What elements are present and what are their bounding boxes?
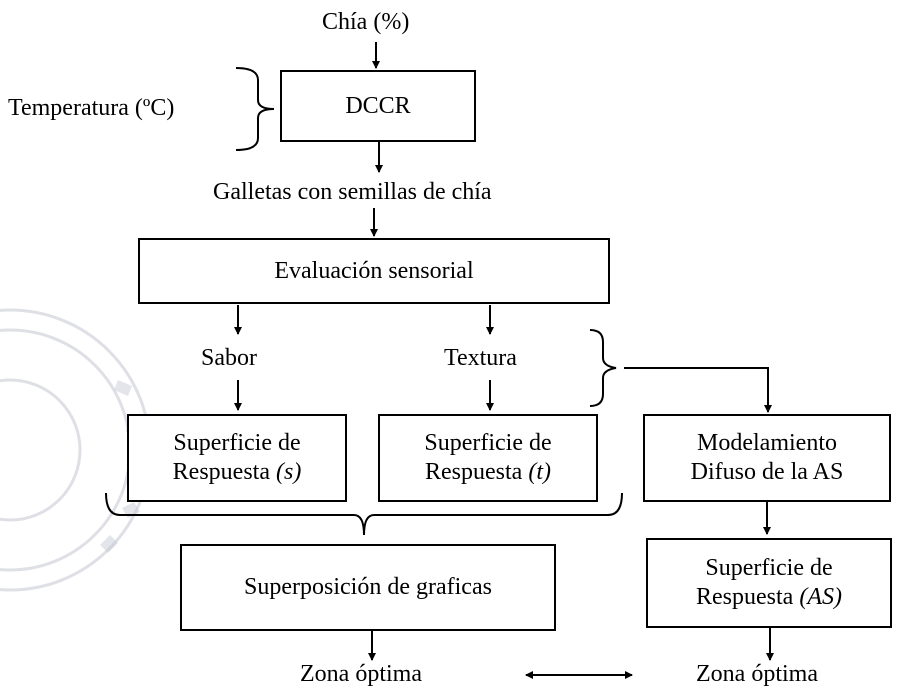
zona-optima-left-label: Zona óptima (300, 661, 422, 687)
sup-as-variable: (AS) (799, 584, 842, 610)
brace-sabor-textura (589, 329, 617, 407)
superficie-respuesta-as-box: Superficie de Respuesta (AS) (646, 538, 892, 628)
brace-superficies (105, 492, 623, 536)
sup-as-line1: Superficie de (705, 555, 833, 581)
zona-optima-right-label: Zona óptima (696, 661, 818, 687)
sup-t-line2: Respuesta (t) (425, 458, 551, 487)
dccr-label: DCCR (345, 92, 411, 119)
superposicion-graficas-box: Superposición de graficas (180, 544, 556, 631)
brace-temperatura (235, 67, 275, 151)
sup-s-prefix: Respuesta (172, 459, 276, 485)
sup-t-prefix: Respuesta (425, 459, 529, 485)
modelamiento-difuso-box: Modelamiento Difuso de la AS (643, 414, 891, 502)
sup-s-line2: Respuesta (s) (173, 458, 302, 487)
input-temperatura-label: Temperatura (ºC) (8, 95, 175, 121)
evaluacion-sensorial-box: Evaluación sensorial (138, 238, 610, 304)
superficie-respuesta-t-box: Superficie de Respuesta (t) (378, 414, 598, 502)
modelamiento-line1: Modelamiento (697, 430, 837, 456)
sup-s-variable: (s) (275, 459, 302, 485)
sabor-label: Sabor (201, 345, 257, 371)
modelamiento-line2: Difuso de la AS (690, 459, 844, 485)
sup-as-line2: Respuesta (AS) (696, 583, 842, 612)
sup-t-line1: Superficie de (424, 430, 552, 456)
sup-s-line1: Superficie de (173, 430, 301, 456)
arrow-to-modelamiento (624, 367, 772, 413)
evaluacion-label: Evaluación sensorial (274, 257, 474, 284)
galletas-label: Galletas con semillas de chía (213, 179, 492, 205)
sup-t-variable: (t) (528, 459, 551, 485)
sup-as-prefix: Respuesta (696, 584, 800, 610)
superposicion-label: Superposición de graficas (244, 574, 492, 600)
textura-label: Textura (444, 345, 517, 371)
dccr-box: DCCR (280, 70, 476, 142)
superficie-respuesta-s-box: Superficie de Respuesta (s) (127, 414, 347, 502)
input-chia-label: Chía (%) (322, 9, 410, 35)
